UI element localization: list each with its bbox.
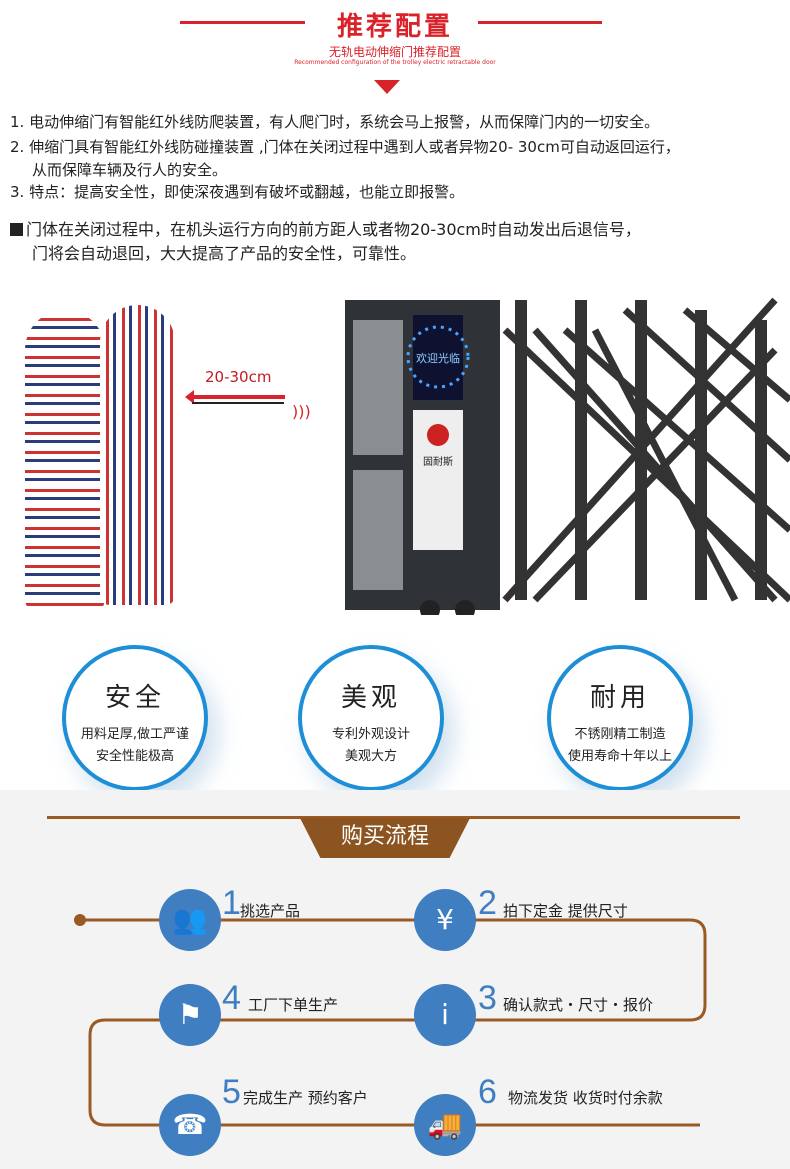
delivery-person-icon: ⚑: [159, 984, 221, 1046]
note-line: 门体在关闭过程中，在机头运行方向的前方距人或者物20-30cm时自动发出后退信号…: [10, 216, 641, 240]
step-label: 挑选产品: [240, 902, 301, 920]
yen-icon: ¥: [414, 889, 476, 951]
section-rule: [47, 816, 740, 819]
quality-text: 使用寿命十年以上: [567, 749, 672, 764]
feature-line: 从而保障车辆及行人的安全。: [32, 161, 228, 179]
quality-title: 安全: [104, 683, 165, 713]
section-subtitle: 无轨电动伸缩门推荐配置: [328, 45, 461, 59]
quality-circle-durability: 耐用 不锈刚精工制造 使用寿命十年以上: [547, 645, 693, 791]
quality-text: 安全性能极高: [95, 749, 174, 764]
quality-title: 美观: [340, 683, 401, 713]
step-number: 1: [222, 884, 241, 922]
section-title: 推荐配置: [336, 12, 453, 42]
models-image: [15, 300, 185, 620]
signal-wave-icon: ))): [292, 402, 311, 421]
feature-line: 2. 伸缩门具有智能红外线防碰撞装置 ,门体在关闭过程中遇到人或者异物20- 3…: [10, 138, 680, 156]
square-bullet-icon: [10, 223, 23, 236]
note-line: 门将会自动退回，大大提高了产品的安全性，可靠性。: [32, 244, 417, 263]
section-english-subtitle: Recommended configuration of the trolley…: [294, 59, 496, 66]
step-label: 确认款式・尺寸・报价: [503, 996, 654, 1014]
step-number: 2: [478, 884, 497, 922]
feature-line: 1. 电动伸缩门有智能红外线防爬装置，有人爬门时，系统会马上报警，从而保障门内的…: [10, 113, 660, 131]
quality-circle-appearance: 美观 专利外观设计 美观大方: [298, 645, 444, 791]
distance-arrow: [185, 390, 285, 404]
phone-icon: ☎: [159, 1094, 221, 1156]
quality-text: 专利外观设计: [331, 727, 410, 742]
process-path: [74, 914, 707, 1127]
quality-text: 用料足厚,做工严谨: [80, 727, 190, 742]
gate-screen-text: 欢迎光临: [416, 351, 460, 365]
step-label: 完成生产 预约客户: [243, 1089, 368, 1107]
down-triangle-icon: [374, 80, 400, 94]
reception-icon: 👥: [159, 889, 221, 951]
step-label: 拍下定金 提供尺寸: [503, 902, 628, 920]
title-rule-left: [180, 21, 305, 24]
step-number: 4: [222, 979, 241, 1017]
distance-baseline: [192, 402, 284, 404]
step-number: 5: [222, 1073, 241, 1111]
retractable-gate-image: 欢迎光临 固耐斯: [345, 297, 790, 615]
feature-line: 3. 特点：提高安全性，即使深夜遇到有破坏或翻越，也能立即报警。: [10, 183, 465, 201]
quality-text: 美观大方: [344, 749, 397, 764]
step-number: 3: [478, 979, 497, 1017]
step-label: 物流发货 收货时付余款: [508, 1089, 663, 1107]
step-label: 工厂下单生产: [248, 996, 339, 1014]
quality-circle-safety: 安全 用料足厚,做工严谨 安全性能极高: [62, 645, 208, 791]
quality-text: 不锈刚精工制造: [574, 727, 666, 742]
truck-icon: 🚚: [414, 1094, 476, 1156]
step-number: 6: [478, 1073, 497, 1111]
gate-brand-text: 固耐斯: [423, 455, 453, 468]
distance-label: 20-30cm: [205, 368, 272, 386]
note-text: 门体在关闭过程中，在机头运行方向的前方距人或者物20-30cm时自动发出后退信号…: [26, 220, 641, 239]
quality-title: 耐用: [589, 683, 650, 713]
title-rule-right: [478, 21, 602, 24]
process-title: 购买流程: [300, 818, 470, 858]
info-person-icon: i: [414, 984, 476, 1046]
